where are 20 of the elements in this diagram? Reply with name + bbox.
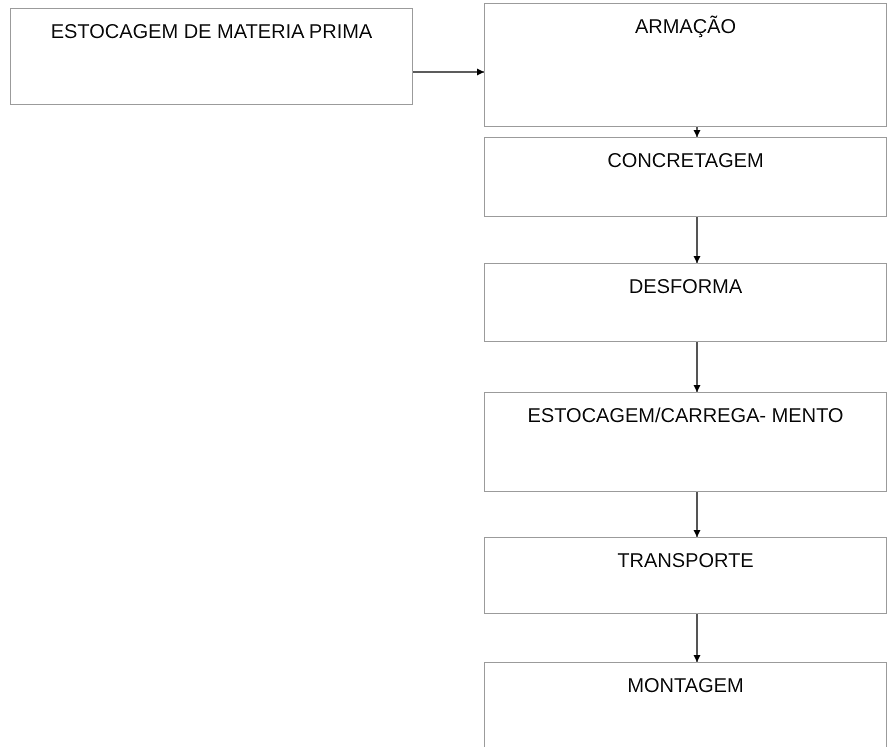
arrow xyxy=(694,127,700,137)
step-label: ARMAÇÃO xyxy=(634,14,738,40)
process-box xyxy=(484,3,887,127)
arrow xyxy=(694,217,700,263)
process-box xyxy=(484,392,887,492)
arrow xyxy=(694,492,700,537)
process-box xyxy=(484,662,887,747)
step-label: ESTOCAGEM DE MATERIA PRIMA xyxy=(50,20,374,45)
arrow xyxy=(413,68,484,76)
step-label: MONTAGEM xyxy=(626,674,745,699)
process-box xyxy=(10,8,413,105)
process-box xyxy=(484,537,887,614)
step-label: ESTOCAGEM/CARREGA- MENTO xyxy=(526,404,844,429)
step-label: CONCRETAGEM xyxy=(606,149,765,174)
process-box xyxy=(484,263,887,342)
arrow xyxy=(694,342,700,392)
arrow xyxy=(694,614,700,662)
process-box xyxy=(484,137,887,217)
step-label: DESFORMA xyxy=(628,275,744,300)
step-label: TRANSPORTE xyxy=(616,549,755,574)
